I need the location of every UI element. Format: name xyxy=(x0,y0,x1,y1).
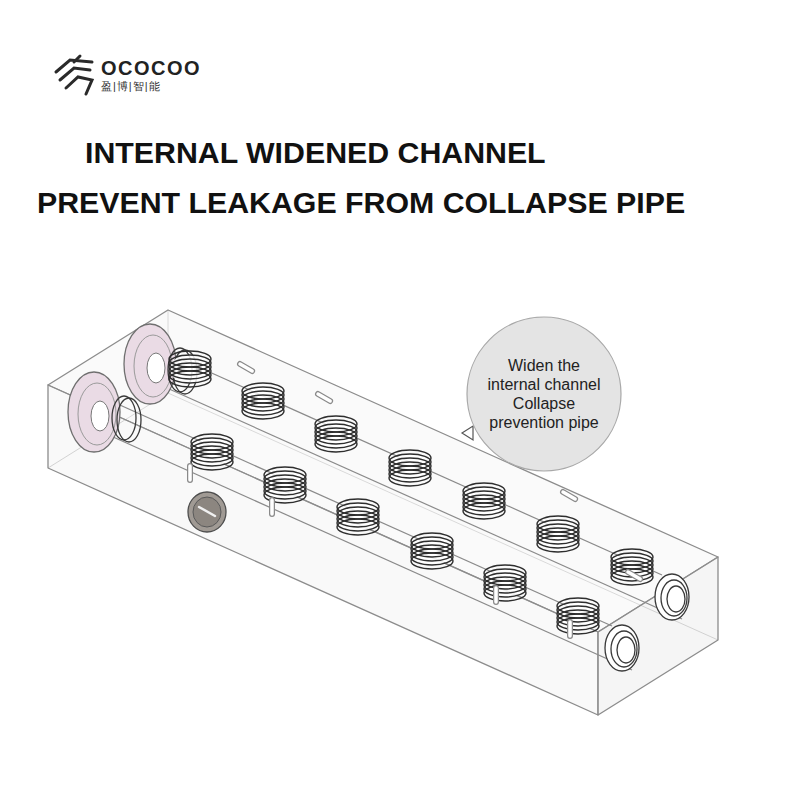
pin xyxy=(563,492,575,499)
threaded-port xyxy=(389,450,431,486)
pin xyxy=(570,622,571,636)
thread-ring xyxy=(617,637,635,663)
pin xyxy=(496,588,497,602)
callout-pointer xyxy=(462,426,473,440)
heading-title: INTERNAL WIDENED CHANNEL PREVENT LEAKAGE… xyxy=(37,128,692,228)
plug-face xyxy=(193,497,221,527)
callout-bubble xyxy=(467,317,621,471)
back-pipe xyxy=(138,340,682,619)
brand-subtitle: 盈|博|智|能 xyxy=(101,80,161,92)
threaded-port xyxy=(463,483,505,519)
drain-plug xyxy=(188,492,226,532)
plug-body xyxy=(188,492,226,532)
threaded-port xyxy=(337,499,379,535)
callout-circle: Widen the internal channel Collapse prev… xyxy=(466,316,622,472)
transparent-housing xyxy=(48,310,718,715)
pin xyxy=(318,394,330,401)
threaded-port xyxy=(191,434,233,470)
callout-outline xyxy=(466,316,622,472)
title-wrap: INTERNAL WIDENED CHANNEL PREVENT LEAKAGE… xyxy=(37,128,692,228)
ring-hole xyxy=(91,401,109,431)
threaded-port xyxy=(611,549,653,585)
threaded-port xyxy=(537,516,579,552)
label-wrap: 盈|博|智|能 xyxy=(101,80,161,92)
callout-text: Widen the internal channel Collapse prev… xyxy=(483,356,605,432)
pin xyxy=(628,572,640,579)
thread-ring xyxy=(611,631,637,667)
brand-name: OCOCOO xyxy=(101,57,201,79)
ring-groove xyxy=(134,335,172,397)
pin xyxy=(240,364,252,371)
ring-groove xyxy=(78,383,116,445)
threaded-port xyxy=(242,383,284,419)
threaded-port xyxy=(557,598,599,634)
threaded-port xyxy=(484,565,526,601)
thread-ring xyxy=(112,396,136,440)
thread-ring xyxy=(117,398,141,442)
box-end-face xyxy=(598,557,718,715)
threaded-port xyxy=(169,351,211,387)
logo-stroke xyxy=(66,77,92,94)
thread-ring xyxy=(667,586,685,612)
thread-ring xyxy=(661,580,687,616)
pin xyxy=(190,466,191,480)
label-wrap: OCOCOO xyxy=(101,57,201,79)
thread-ring xyxy=(605,625,639,671)
ring-hole xyxy=(147,353,165,383)
thread-ring xyxy=(655,574,689,620)
logo-icon xyxy=(56,56,92,94)
plug-slot xyxy=(199,507,215,516)
threaded-port xyxy=(315,416,357,452)
threaded-port xyxy=(411,533,453,569)
logo-stroke xyxy=(74,56,80,62)
outlet-thread xyxy=(605,574,689,671)
pin xyxy=(272,500,273,514)
